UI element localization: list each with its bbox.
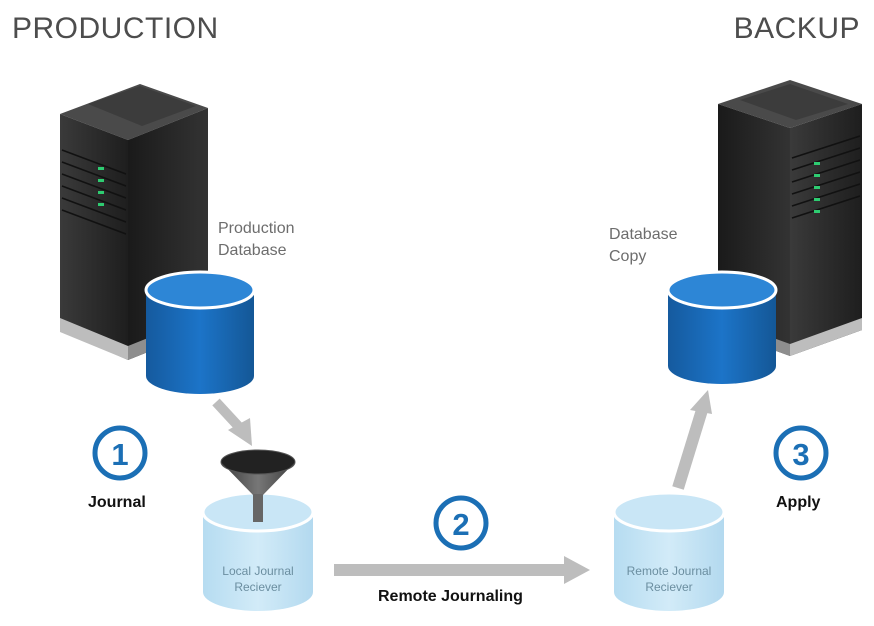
database-copy-icon bbox=[666, 270, 778, 384]
local-receiver-label-line2: Reciever bbox=[234, 580, 282, 594]
database-copy-label-line1: Database bbox=[609, 226, 678, 243]
remote-receiver-label-line1: Remote Journal bbox=[626, 564, 712, 578]
local-journal-receiver-icon bbox=[201, 491, 315, 611]
step-3-label: Apply bbox=[776, 494, 821, 511]
funnel-icon bbox=[220, 449, 296, 522]
journal-arrow-icon bbox=[212, 398, 252, 446]
remote-receiver-label-line2: Reciever bbox=[645, 580, 693, 594]
production-database-icon bbox=[144, 270, 256, 394]
production-database-label-line1: Production bbox=[218, 220, 295, 237]
step-2-badge: 2 bbox=[433, 495, 489, 551]
step-3-number: 3 bbox=[792, 437, 809, 472]
step-1-label: Journal bbox=[88, 494, 146, 511]
production-heading: PRODUCTION bbox=[12, 12, 219, 45]
database-copy-label-line2: Copy bbox=[609, 248, 647, 265]
apply-arrow-icon bbox=[672, 390, 712, 490]
production-database-label: Production Database bbox=[218, 218, 295, 262]
remote-journal-receiver-label: Remote Journal Reciever bbox=[609, 563, 729, 595]
remote-journal-receiver-icon bbox=[612, 491, 726, 611]
step-1-badge: 1 bbox=[92, 425, 148, 481]
local-journal-receiver-label: Local Journal Reciever bbox=[203, 563, 313, 595]
database-copy-label: Database Copy bbox=[609, 224, 678, 268]
step-3-badge: 3 bbox=[773, 425, 829, 481]
remote-journaling-arrow-icon bbox=[334, 556, 590, 584]
step-2-label: Remote Journaling bbox=[378, 588, 523, 605]
local-receiver-label-line1: Local Journal bbox=[222, 564, 294, 578]
step-1-number: 1 bbox=[111, 437, 128, 472]
backup-heading: BACKUP bbox=[733, 12, 860, 45]
production-database-label-line2: Database bbox=[218, 242, 287, 259]
step-2-number: 2 bbox=[452, 507, 469, 542]
